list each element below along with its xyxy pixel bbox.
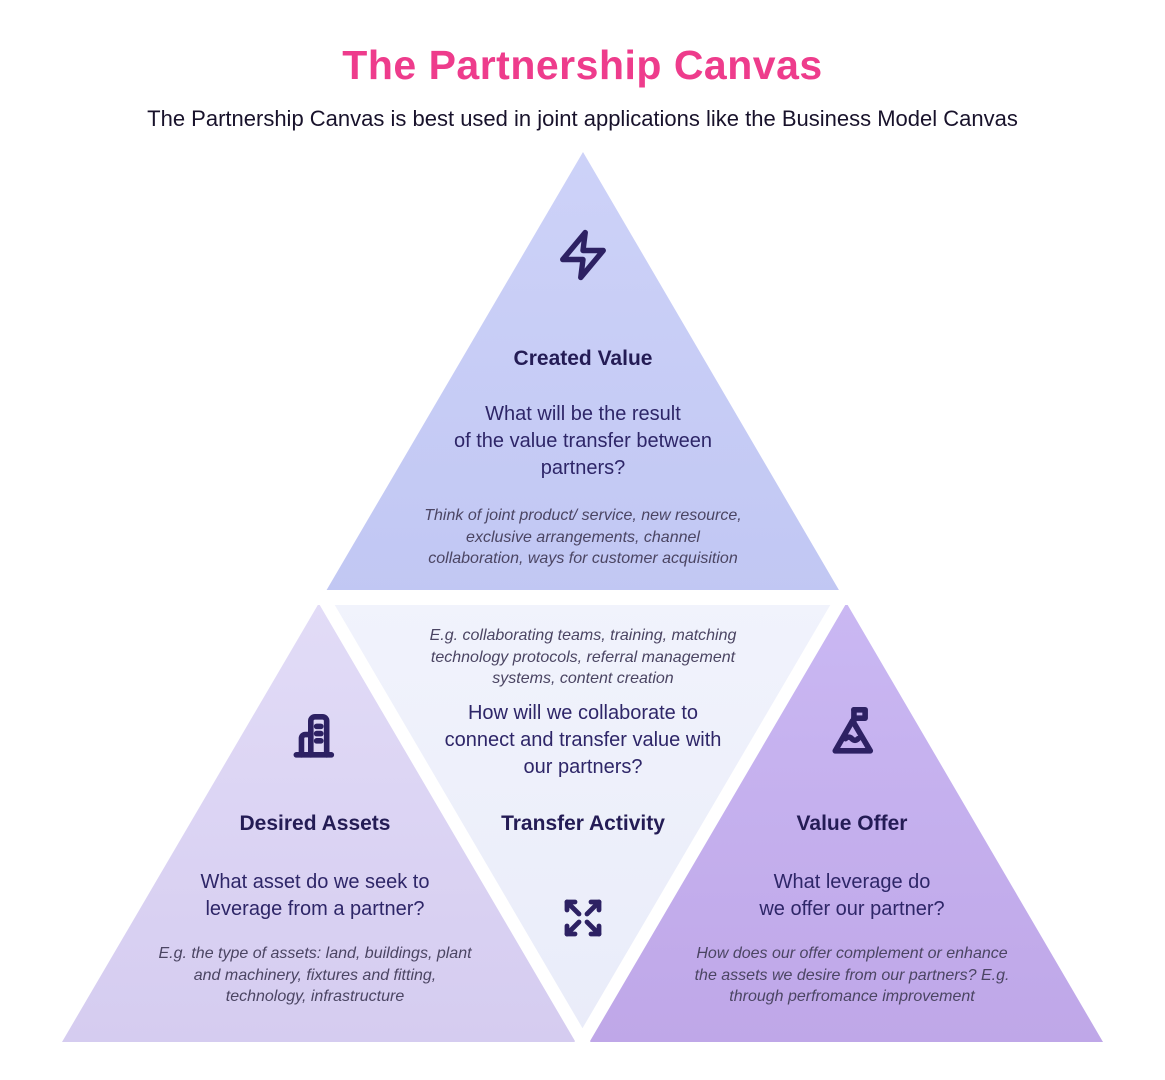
created-value-triangle xyxy=(322,152,843,597)
value-offer-triangle xyxy=(582,597,1103,1042)
created-value-example: Think of joint product/ service, new res… xyxy=(424,507,742,567)
page-subtitle: The Partnership Canvas is best used in j… xyxy=(147,106,1018,131)
created-value-question: What will be the result of the value tra… xyxy=(454,403,712,479)
page-title: The Partnership Canvas xyxy=(342,42,823,88)
transfer-activity-question: How will we collaborate to connect and t… xyxy=(444,702,722,778)
expand-arrows-icon xyxy=(559,894,607,942)
desired-assets-example: E.g. the type of assets: land, buildings… xyxy=(158,945,472,1005)
desired-assets-heading: Desired Assets xyxy=(239,812,391,835)
value-offer-question: What leverage do we offer our partner? xyxy=(759,871,945,920)
created-value-heading: Created Value xyxy=(513,347,653,370)
value-offer-heading: Value Offer xyxy=(796,812,908,835)
desired-assets-question: What asset do we seek to leverage from a… xyxy=(200,871,430,920)
desired-assets-triangle xyxy=(62,597,583,1042)
transfer-activity-triangle xyxy=(322,597,843,1042)
value-offer-example: How does our offer complement or enhance… xyxy=(694,945,1010,1005)
transfer-activity-example: E.g. collaborating teams, training, matc… xyxy=(429,627,737,687)
mountain-flag-icon xyxy=(825,701,881,761)
lightning-bolt-icon xyxy=(556,226,610,284)
buildings-icon xyxy=(287,706,343,764)
transfer-activity-heading: Transfer Activity xyxy=(501,812,665,835)
separator-left-diagonal xyxy=(306,575,599,1063)
separator-right-diagonal xyxy=(566,575,859,1063)
